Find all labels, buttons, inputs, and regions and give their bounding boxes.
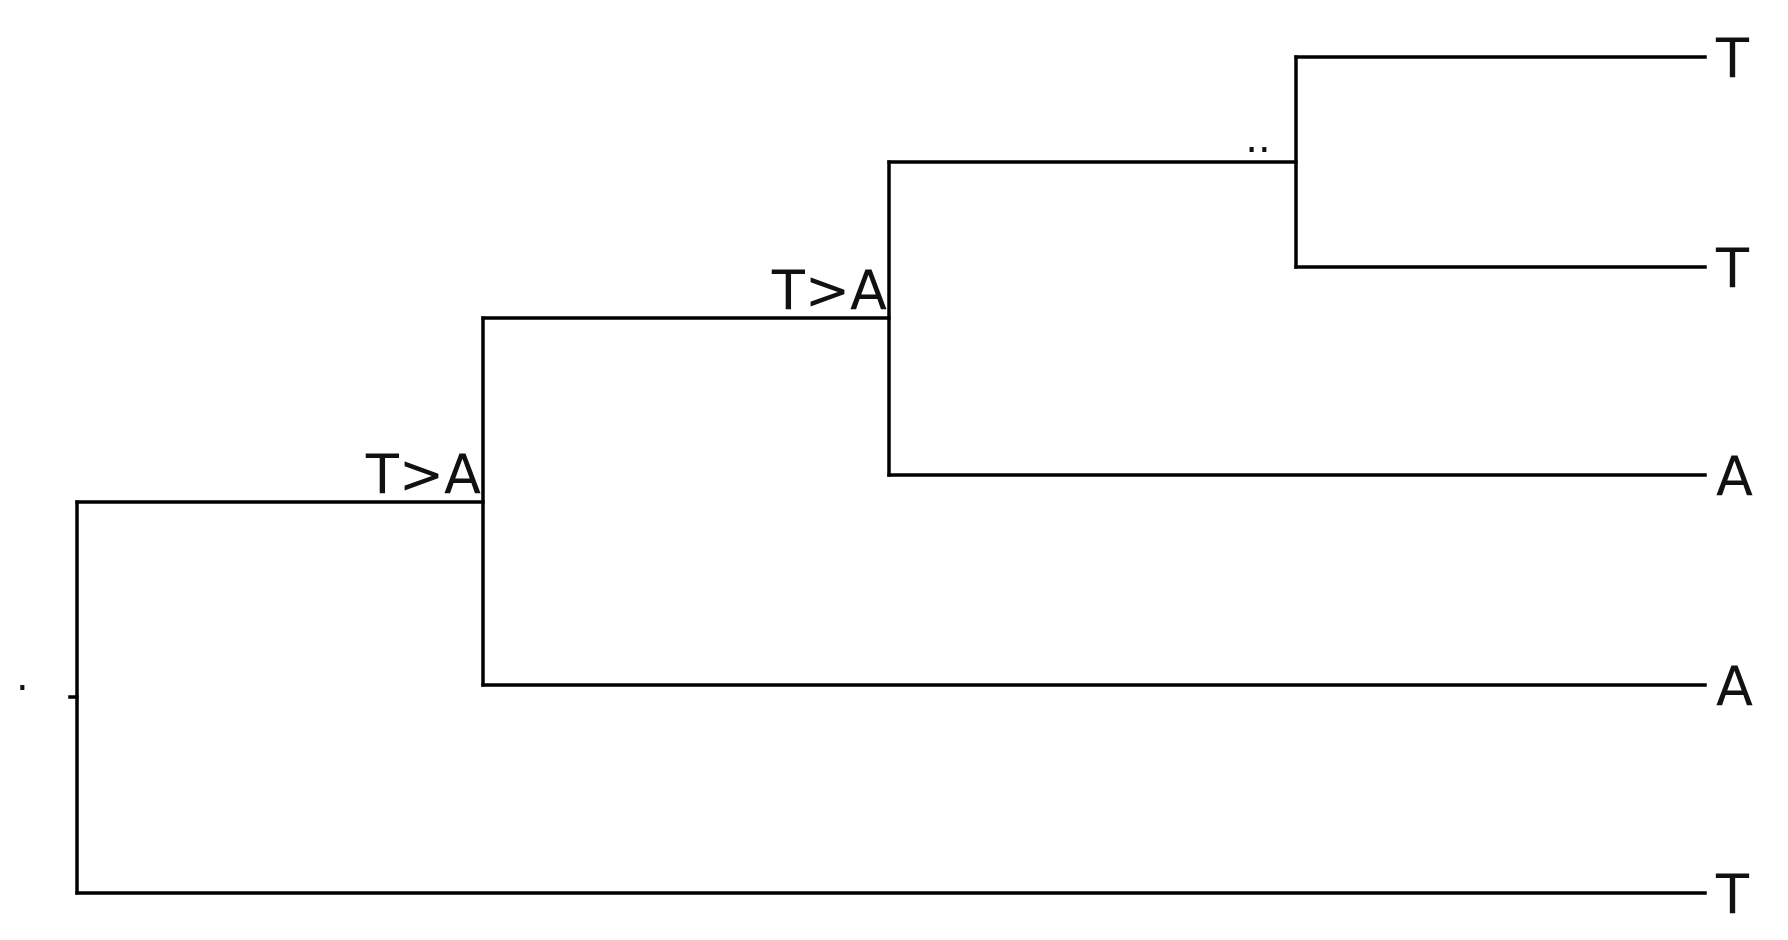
leaf-label-5: T (1715, 863, 1750, 926)
root-node (68, 500, 79, 895)
leaf-label-4: A (1716, 655, 1753, 718)
node-b-mutation-label: T>A (771, 259, 887, 322)
leaf-label-3: A (1716, 445, 1753, 508)
node-a-mutation-label: T>A (365, 443, 481, 506)
root-mutation-label: . (16, 654, 29, 700)
node-c-mutation-label: .. (1245, 116, 1270, 162)
leaf-label-1: T (1715, 27, 1750, 90)
leaf-label-2: T (1715, 237, 1750, 300)
